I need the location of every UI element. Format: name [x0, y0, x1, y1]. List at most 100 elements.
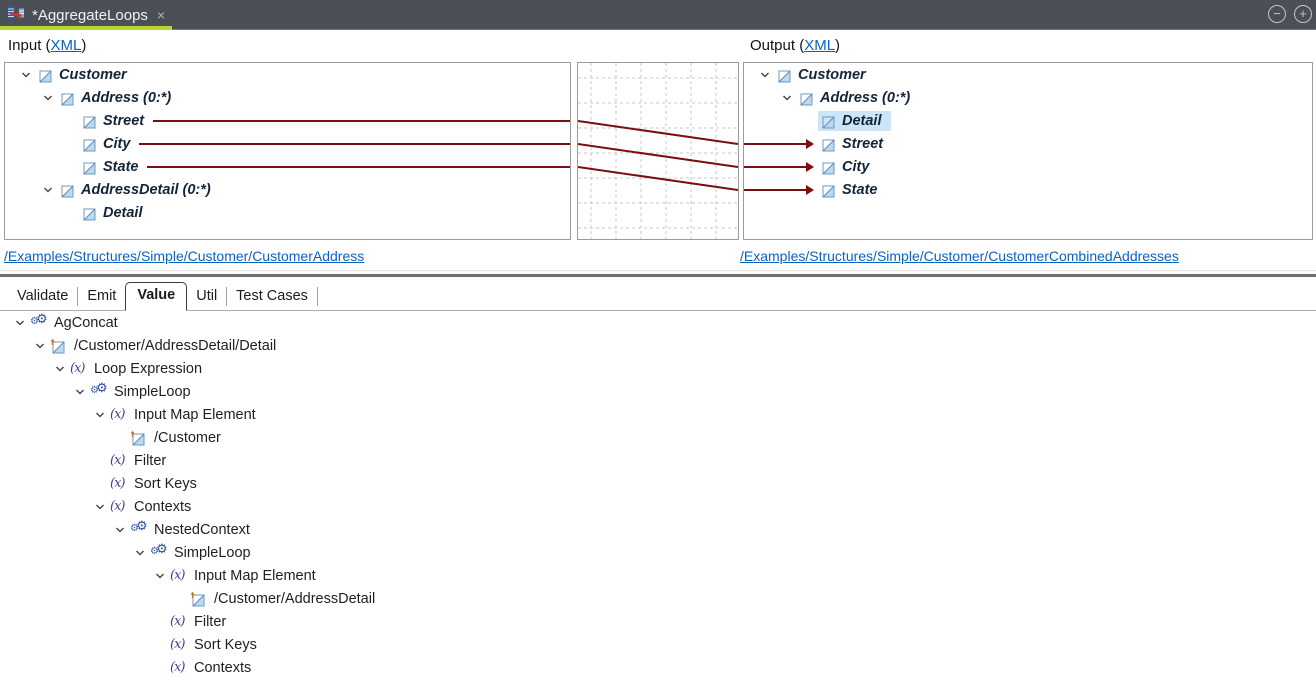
mapper-document-icon: [7, 5, 25, 26]
bottom-tab-bar: Validate Emit Value Util Test Cases: [0, 281, 1316, 311]
tree-item-simpleloop[interactable]: ⚙⚙SimpleLoop: [0, 541, 1316, 564]
tree-item-sort-keys[interactable]: (x)Sort Keys: [0, 633, 1316, 656]
input-header-text: Input (: [8, 37, 51, 54]
tree-item-label: State: [103, 158, 139, 175]
tree-item-simpleloop[interactable]: ⚙⚙SimpleLoop: [0, 380, 1316, 403]
horizontal-splitter[interactable]: [0, 270, 1316, 278]
tree-item-label: Contexts: [194, 659, 252, 676]
expander-chevron-icon[interactable]: [776, 92, 798, 104]
mapping-arrow-line[interactable]: [744, 142, 806, 145]
input-structure-path-link[interactable]: /Examples/Structures/Simple/Customer/Cus…: [4, 248, 365, 264]
tree-item-input-state[interactable]: State: [5, 155, 570, 178]
output-structure-path-link[interactable]: /Examples/Structures/Simple/Customer/Cus…: [740, 248, 1179, 264]
value-expression-tree: ⚙⚙AgConcat/Customer/AddressDetail/Detail…: [0, 311, 1316, 680]
tree-item-customer-addressdetail-detail[interactable]: /Customer/AddressDetail/Detail: [0, 334, 1316, 357]
tree-item-label: Sort Keys: [134, 475, 197, 492]
mapping-line[interactable]: [153, 119, 570, 122]
expander-chevron-icon[interactable]: [37, 184, 59, 196]
splitter-sash[interactable]: [0, 274, 1316, 277]
tree-item-contexts[interactable]: (x)Contexts: [0, 495, 1316, 518]
selected-tree-item[interactable]: Detail: [818, 110, 891, 131]
tree-item-output-customer[interactable]: Customer: [744, 63, 1312, 86]
document-tab-aggregateloops[interactable]: *AggregateLoops ×: [0, 0, 172, 30]
tree-item-input-map-element[interactable]: (x)Input Map Element: [0, 403, 1316, 426]
tree-item-nestedcontext[interactable]: ⚙⚙NestedContext: [0, 518, 1316, 541]
tree-item-input-customer[interactable]: Customer: [5, 63, 570, 86]
tree-item-input-city[interactable]: City: [5, 132, 570, 155]
tree-item-input-address-0[interactable]: Address (0:*): [5, 86, 570, 109]
tree-item-output-city[interactable]: City: [744, 155, 1312, 178]
mapping-arrow-line[interactable]: [744, 165, 806, 168]
tree-item-loop-expression[interactable]: (x)Loop Expression: [0, 357, 1316, 380]
output-header-suffix: ): [835, 37, 841, 54]
tab-validate[interactable]: Validate: [17, 288, 69, 304]
mapping-canvas[interactable]: [577, 62, 739, 240]
output-structure-path: /Examples/Structures/Simple/Customer/Cus…: [740, 248, 1179, 264]
expander-chevron-icon[interactable]: [110, 524, 130, 536]
tree-item-input-detail[interactable]: Detail: [5, 201, 570, 224]
tab-close-icon[interactable]: ×: [156, 7, 166, 23]
element-icon: [81, 136, 103, 152]
tree-item-output-address-0[interactable]: Address (0:*): [744, 86, 1312, 109]
function-icon: (x): [170, 568, 186, 583]
mapping-arrow-line[interactable]: [744, 188, 806, 191]
active-tab-underline: [0, 26, 172, 30]
element-icon: [798, 90, 820, 106]
tree-item-label: Loop Expression: [94, 360, 203, 377]
tab-separator: [226, 287, 228, 306]
tree-item-filter[interactable]: (x)Filter: [0, 449, 1316, 472]
expander-chevron-icon[interactable]: [30, 340, 50, 352]
mapping-arrow-head-icon: [806, 161, 814, 172]
expander-chevron-icon[interactable]: [150, 570, 170, 582]
expander-chevron-icon[interactable]: [754, 69, 776, 81]
tree-item-input-map-element[interactable]: (x) Input Map Element: [0, 564, 1316, 587]
collapse-circle-button[interactable]: −: [1268, 5, 1286, 23]
tree-item-label: SimpleLoop: [114, 383, 191, 400]
tab-value[interactable]: Value: [125, 282, 188, 311]
expander-chevron-icon[interactable]: [15, 69, 37, 81]
element-icon: [81, 205, 103, 221]
expander-chevron-icon[interactable]: [90, 501, 110, 513]
tab-separator: [316, 287, 318, 306]
mapping-connection-city[interactable]: [578, 143, 738, 168]
tab-util[interactable]: Util: [196, 288, 218, 304]
mapping-line[interactable]: [139, 142, 570, 145]
tree-item-customer[interactable]: /Customer: [0, 426, 1316, 449]
tree-item-label: Input Map Element: [194, 567, 316, 584]
document-tab-bar: *AggregateLoops × − +: [0, 0, 1316, 30]
tree-item-customer-addressdetail[interactable]: /Customer/AddressDetail: [0, 587, 1316, 610]
tab-title: *AggregateLoops: [32, 6, 148, 24]
expand-circle-button[interactable]: +: [1294, 5, 1312, 23]
output-xml-link[interactable]: XML: [804, 37, 836, 54]
expander-chevron-icon[interactable]: [37, 92, 59, 104]
expander-chevron-icon[interactable]: [70, 386, 90, 398]
expander-chevron-icon[interactable]: [130, 547, 150, 559]
tab-test-cases[interactable]: Test Cases: [236, 288, 308, 304]
expander-chevron-icon[interactable]: [90, 409, 110, 421]
expander-chevron-icon[interactable]: [10, 317, 30, 329]
element-icon: [776, 67, 798, 83]
expander-chevron-icon[interactable]: [50, 363, 70, 375]
tree-item-input-addressdetail-0[interactable]: AddressDetail (0:*): [5, 178, 570, 201]
tab-emit[interactable]: Emit: [87, 288, 117, 304]
tree-item-label: SimpleLoop: [174, 544, 251, 561]
mapping-connection-street[interactable]: [578, 120, 738, 145]
tree-item-sort-keys[interactable]: (x)Sort Keys: [0, 472, 1316, 495]
element-icon: [820, 136, 842, 152]
mapping-connection-state[interactable]: [578, 166, 738, 191]
tree-item-output-street[interactable]: Street: [744, 132, 1312, 155]
output-pane-header: Output (XML): [750, 37, 840, 54]
mapping-line[interactable]: [147, 165, 570, 168]
tree-item-output-detail[interactable]: Detail: [744, 109, 1312, 132]
tree-item-input-street[interactable]: Street: [5, 109, 570, 132]
tree-item-filter[interactable]: (x)Filter: [0, 610, 1316, 633]
element-icon: [81, 159, 103, 175]
tree-item-label: Contexts: [134, 498, 192, 515]
tree-item-output-state[interactable]: State: [744, 178, 1312, 201]
element-ref-icon: [130, 430, 154, 446]
input-xml-link[interactable]: XML: [50, 37, 82, 54]
tree-item-label: Filter: [194, 613, 227, 630]
tree-item-agconcat[interactable]: ⚙⚙AgConcat: [0, 311, 1316, 334]
tree-item-contexts[interactable]: (x)Contexts: [0, 656, 1316, 679]
